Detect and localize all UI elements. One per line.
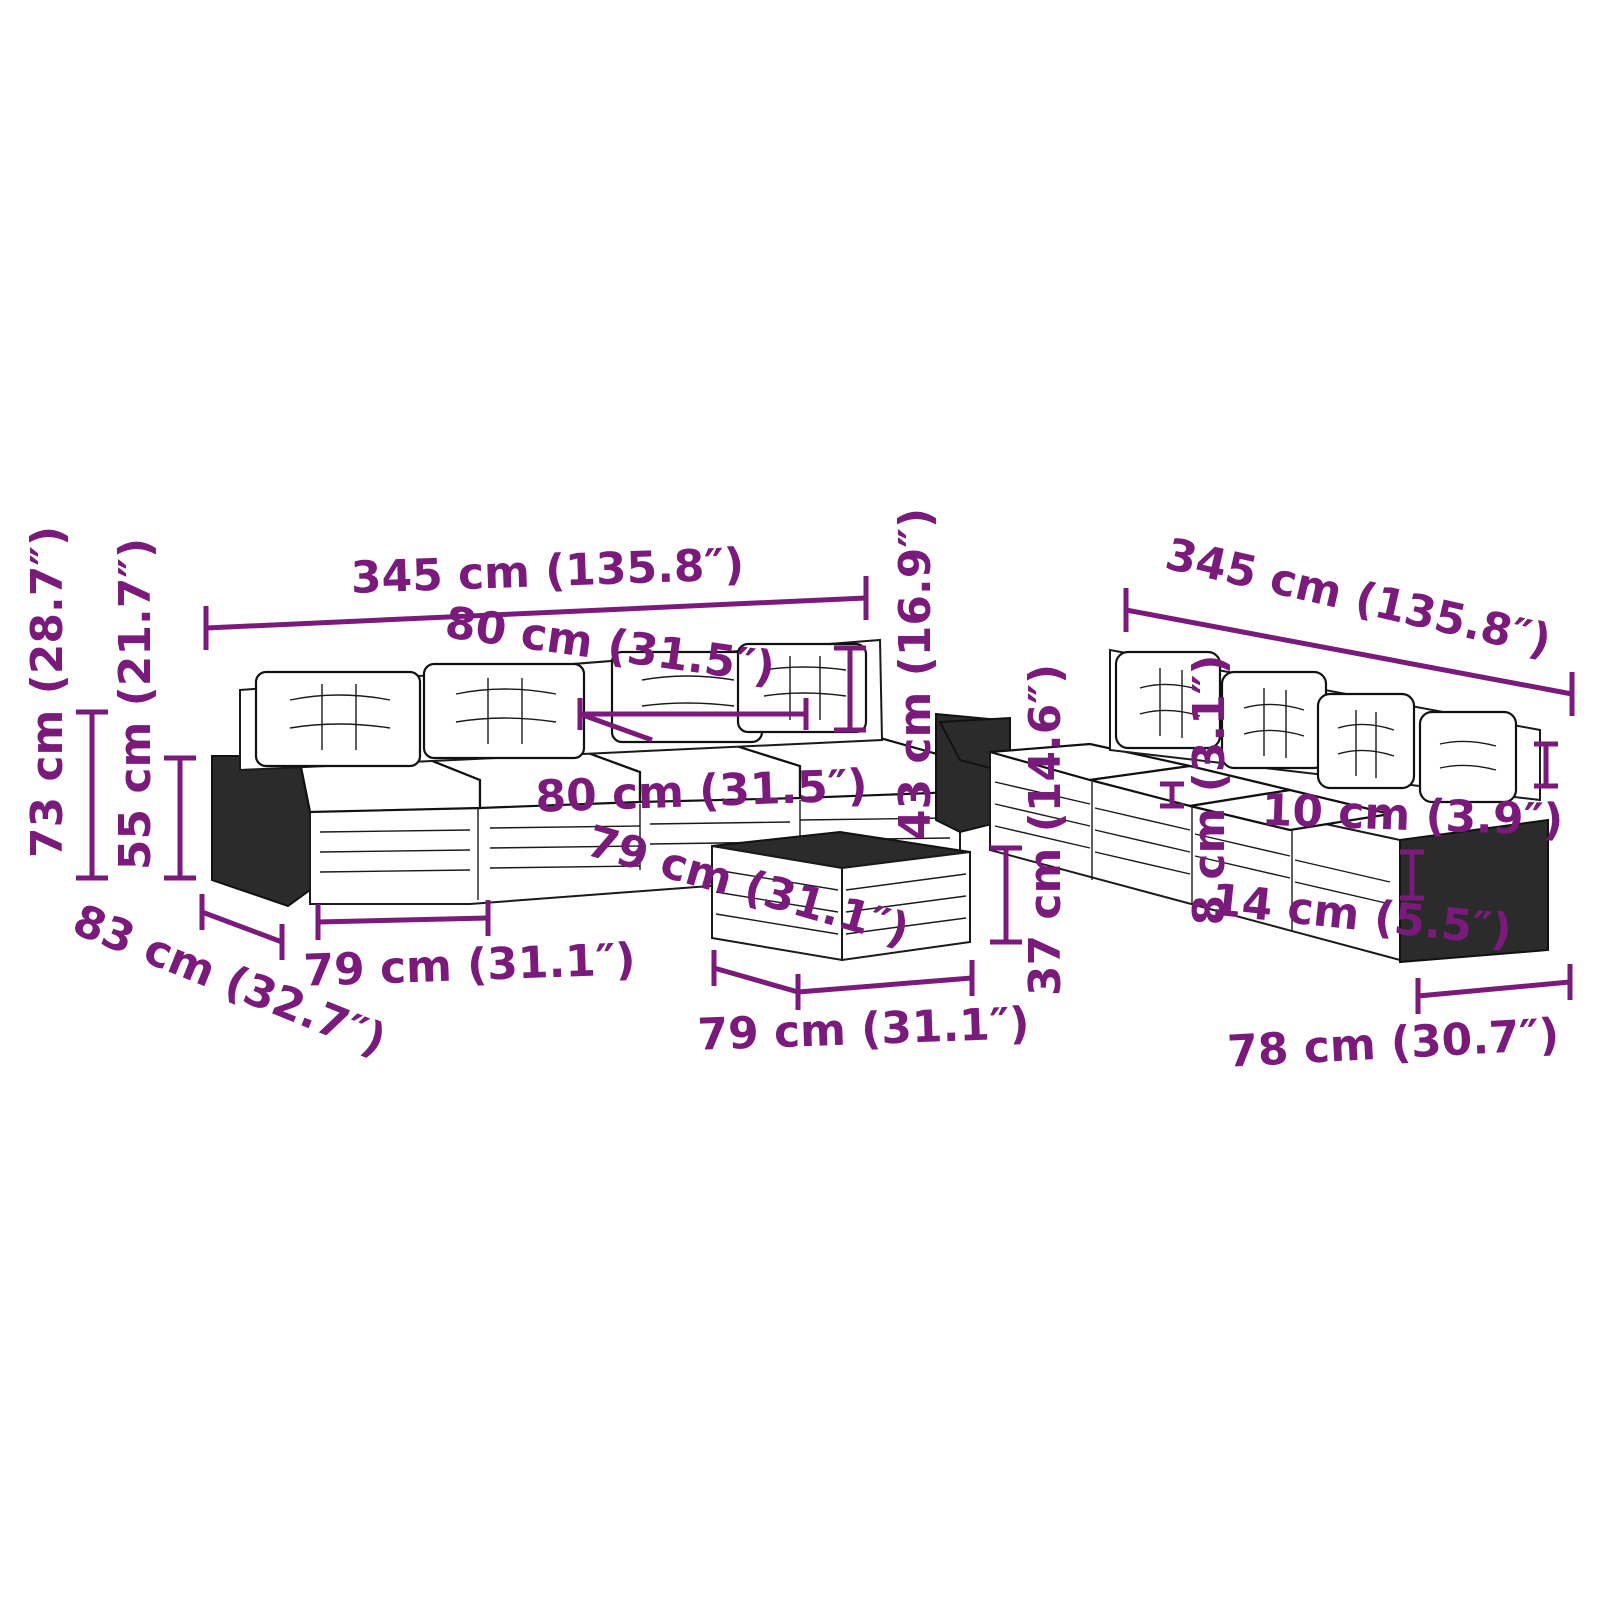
backrest-height-line xyxy=(834,645,866,733)
total-height-label: 73 cm (28.7″) xyxy=(22,526,73,858)
left-sofa-drawing xyxy=(211,638,1001,908)
right-back-cushion-1 xyxy=(1114,650,1222,750)
left-cushion-tufting xyxy=(289,656,847,750)
cushion-thickness-line xyxy=(1160,781,1184,809)
left-total-width-label: 345 cm (135.8″) xyxy=(350,539,745,604)
right-total-width-line xyxy=(1123,588,1575,716)
table-height-label: 37 cm (14.6″) xyxy=(1020,664,1071,996)
back-cushion-thickness-label: 10 cm (3.9″) xyxy=(1261,785,1564,846)
right-cushion-tufting xyxy=(1139,668,1497,778)
table-width-label: 79 cm (31.1″) xyxy=(697,998,1031,1061)
depth-line xyxy=(199,894,285,960)
corner-depth-label: 78 cm (30.7″) xyxy=(1226,1009,1560,1077)
table-depth-line xyxy=(711,950,801,1010)
coffee-table-drawing xyxy=(711,830,971,962)
right-back-cushion-4 xyxy=(1418,710,1518,804)
right-back-cushion-2 xyxy=(1220,670,1328,770)
backrest-width-diag xyxy=(579,711,653,743)
right-sofa-right-armrest xyxy=(1399,818,1549,964)
backrest-height-label: 43 cm (16.9″) xyxy=(890,508,941,840)
corner-depth-line xyxy=(1415,964,1573,1014)
right-seat-cushion-3 xyxy=(1189,788,1391,832)
table-width-line xyxy=(795,960,975,1010)
right-total-width-label: 345 cm (135.8″) xyxy=(1161,529,1556,667)
right-sofa-drawing xyxy=(938,648,1549,964)
table-slats xyxy=(715,869,967,935)
table-height-line xyxy=(990,845,1022,945)
table-frame-side xyxy=(841,850,971,962)
total-height-line xyxy=(76,709,108,881)
seat-cushion-thickness-line xyxy=(1400,849,1424,901)
left-total-width-line xyxy=(203,576,869,650)
right-base-slats xyxy=(994,781,1391,930)
module-width-label: 79 cm (31.1″) xyxy=(303,934,637,997)
dimension-lines xyxy=(76,576,1575,1014)
left-back-cushion-2 xyxy=(422,662,586,760)
left-back-cushion-1 xyxy=(254,670,422,768)
module-width-line xyxy=(315,900,491,940)
seat-height-label: 55 cm (21.7″) xyxy=(110,538,161,870)
left-armrest-rattan xyxy=(211,755,311,908)
cushion-thickness-label: 8 cm (3.1″) xyxy=(1184,654,1235,925)
left-back-cushion-4 xyxy=(736,642,868,734)
right-back-cushion-3 xyxy=(1316,692,1416,790)
back-cushion-thickness-line xyxy=(1534,741,1558,789)
seat-height-line xyxy=(164,755,196,881)
seat-width-label: 80 cm (31.5″) xyxy=(535,760,869,823)
